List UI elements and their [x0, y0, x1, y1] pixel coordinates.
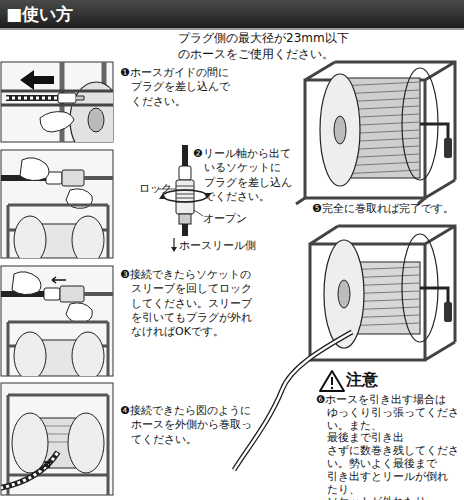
reel-pulled-part	[324, 240, 364, 348]
caution-icon-part	[331, 377, 333, 385]
step3-illustration	[0, 266, 113, 380]
header-band-part	[0, 0, 464, 28]
size-note: プラグ側の最大径が23mm以下 のホースをご使用ください。	[178, 31, 348, 62]
step3-illustration-part-part	[14, 332, 46, 376]
caution-icon-part	[320, 371, 344, 391]
step4-illustration-part-part	[1, 452, 58, 488]
reel-full	[296, 62, 455, 204]
step1-illustration-part-part	[6, 95, 58, 101]
step-text: ❹接続できたら図のように ホースを外側から巻取っ てください。	[120, 404, 268, 447]
reel-pulled-part	[310, 226, 455, 360]
step3-illustration-part-part	[72, 332, 104, 376]
step1-illustration-part	[1, 62, 113, 142]
step4-illustration-part-part	[1, 452, 58, 488]
reel-pulled-part	[420, 288, 448, 304]
step4-illustration-part-part	[12, 413, 48, 473]
socket-closeup-part	[182, 224, 188, 236]
page-title: ■使い方	[6, 3, 73, 25]
reel-side-label: ホースリール側	[179, 239, 256, 253]
step3-illustration-part-part	[66, 303, 92, 322]
step-text: ❺完全に巻取れば完了です。	[312, 202, 454, 216]
step-text: ❸接続できたらソケットの スリーブを回してロック してください。スリーブ を引い…	[120, 268, 268, 339]
reel-pulled-part	[444, 302, 452, 322]
reel-full-part	[305, 62, 455, 198]
step-text: ❷リール軸から出て いるソケットに プラグを差し込ん でください。	[193, 147, 303, 204]
step-text: ❶ホースガイドの間に プラグを差し込んで ください。	[120, 66, 244, 109]
socket-closeup-part	[171, 247, 177, 252]
step2-illustration-part	[1, 158, 113, 258]
reel-pulled-part	[338, 280, 350, 308]
step1-illustration-part-part	[40, 112, 74, 132]
socket-closeup-part	[179, 214, 191, 224]
header-band-part	[0, 28, 464, 30]
step4-illustration	[0, 383, 113, 495]
step3-illustration-part-part	[60, 286, 84, 302]
reel-full-part	[420, 124, 448, 140]
step4-illustration-part-part	[68, 413, 104, 473]
step4-illustration-part	[1, 395, 108, 495]
socket-closeup	[158, 145, 211, 252]
step1-illustration	[0, 62, 122, 158]
step3-illustration-part-part	[44, 288, 60, 300]
socket-closeup-part	[179, 166, 191, 180]
reel-full-part	[334, 116, 346, 144]
step2-illustration-part-part	[20, 158, 49, 181]
socket-closeup-part	[194, 210, 203, 216]
reel-full-part	[444, 138, 452, 158]
open-label: オープン	[203, 212, 247, 226]
step2-illustration-part-part	[62, 170, 84, 186]
step2-illustration-part-part	[84, 176, 113, 180]
step2-illustration-part-part	[14, 216, 46, 258]
caution-text: ❻ホースを引き出す場合は ゆっくり引っ張ってくださ い。また、最後まで引き出 さ…	[316, 393, 458, 500]
caution-heading: 注意	[346, 370, 378, 391]
step3-illustration-part-part	[12, 272, 41, 295]
socket-closeup-part	[176, 186, 194, 202]
step1-illustration-part-part	[20, 70, 54, 90]
socket-closeup-part	[182, 145, 188, 166]
step1-illustration-part-part	[76, 96, 84, 100]
reel-full-part	[320, 74, 360, 186]
step1-illustration-part-part	[1, 91, 113, 105]
step4-illustration-part-part	[40, 462, 50, 470]
caution-icon	[320, 371, 344, 391]
step4-illustration-part	[1, 383, 113, 495]
header-band	[0, 0, 464, 30]
step3-illustration-part-part	[84, 292, 113, 296]
caution-icon-part	[331, 387, 333, 389]
lock-label: ロック	[139, 182, 172, 196]
step2-illustration-part-part	[72, 216, 104, 258]
step1-illustration-part-part	[58, 93, 76, 103]
socket-closeup-part	[176, 180, 194, 214]
step3-illustration-part	[1, 272, 113, 376]
step1-illustration-part-part	[88, 108, 104, 132]
step2-illustration	[0, 150, 113, 264]
step1-illustration-part-part	[6, 97, 58, 100]
step3-illustration-part-part	[52, 277, 66, 283]
